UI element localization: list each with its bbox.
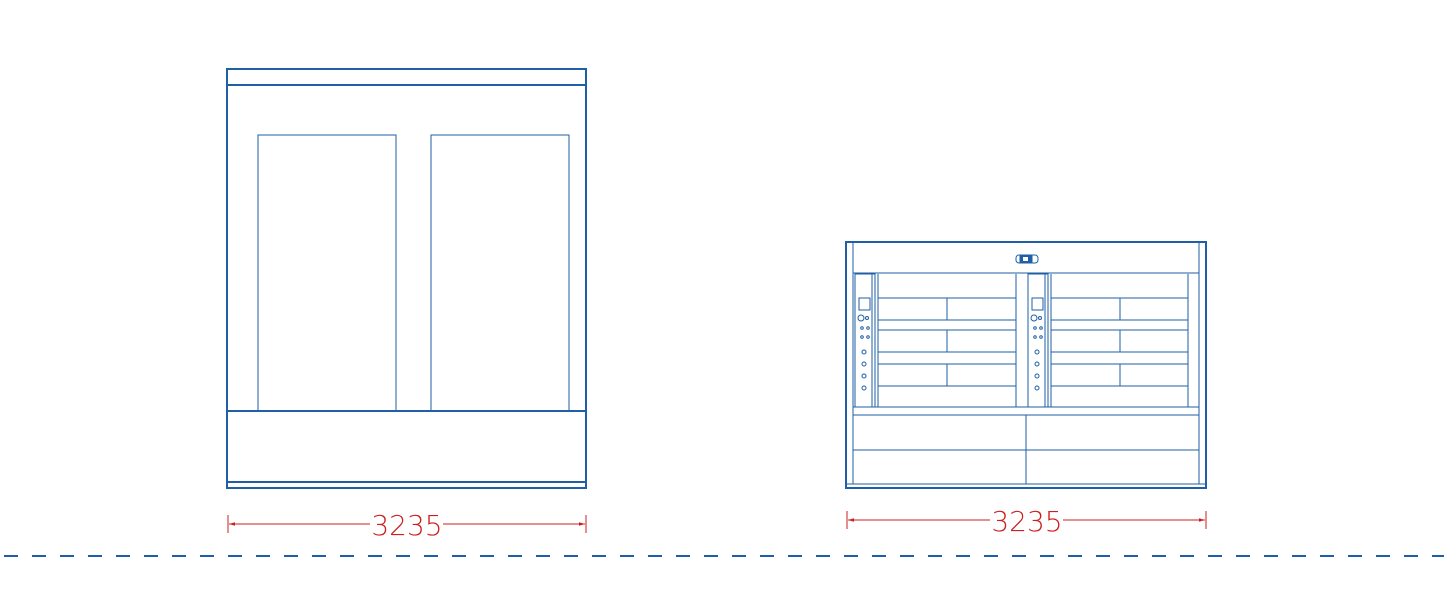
- control-button-left-4: [861, 385, 867, 391]
- side-dimension: 3235: [227, 509, 587, 542]
- control-button-right-4: [1034, 385, 1040, 391]
- control-button-left-1: [861, 349, 867, 355]
- control-knob-left: [857, 314, 865, 322]
- side-dimension-label: 3235: [371, 509, 442, 542]
- oven-module-left: [854, 273, 1017, 408]
- control-button-right-1: [1034, 349, 1040, 355]
- control-display-right: [1031, 297, 1044, 311]
- control-button-left-2: [861, 361, 867, 367]
- side-outer-frame: [226, 68, 587, 489]
- control-knob-right: [1030, 314, 1038, 322]
- control-button-right-2: [1034, 361, 1040, 367]
- front-dimension: 3235: [846, 505, 1207, 538]
- control-display-left: [858, 297, 871, 311]
- front-base: [853, 406, 1199, 484]
- front-outer-frame: [845, 241, 1207, 489]
- front-view: [845, 241, 1207, 489]
- front-dimension-label: 3235: [991, 505, 1062, 538]
- header-badge: [1015, 254, 1039, 264]
- control-button-left-3: [861, 373, 867, 379]
- control-button-right-3: [1034, 373, 1040, 379]
- oven-module-right: [1027, 273, 1189, 408]
- side-door-right: [430, 134, 570, 412]
- side-door-left: [257, 134, 397, 412]
- side-view: [226, 68, 587, 489]
